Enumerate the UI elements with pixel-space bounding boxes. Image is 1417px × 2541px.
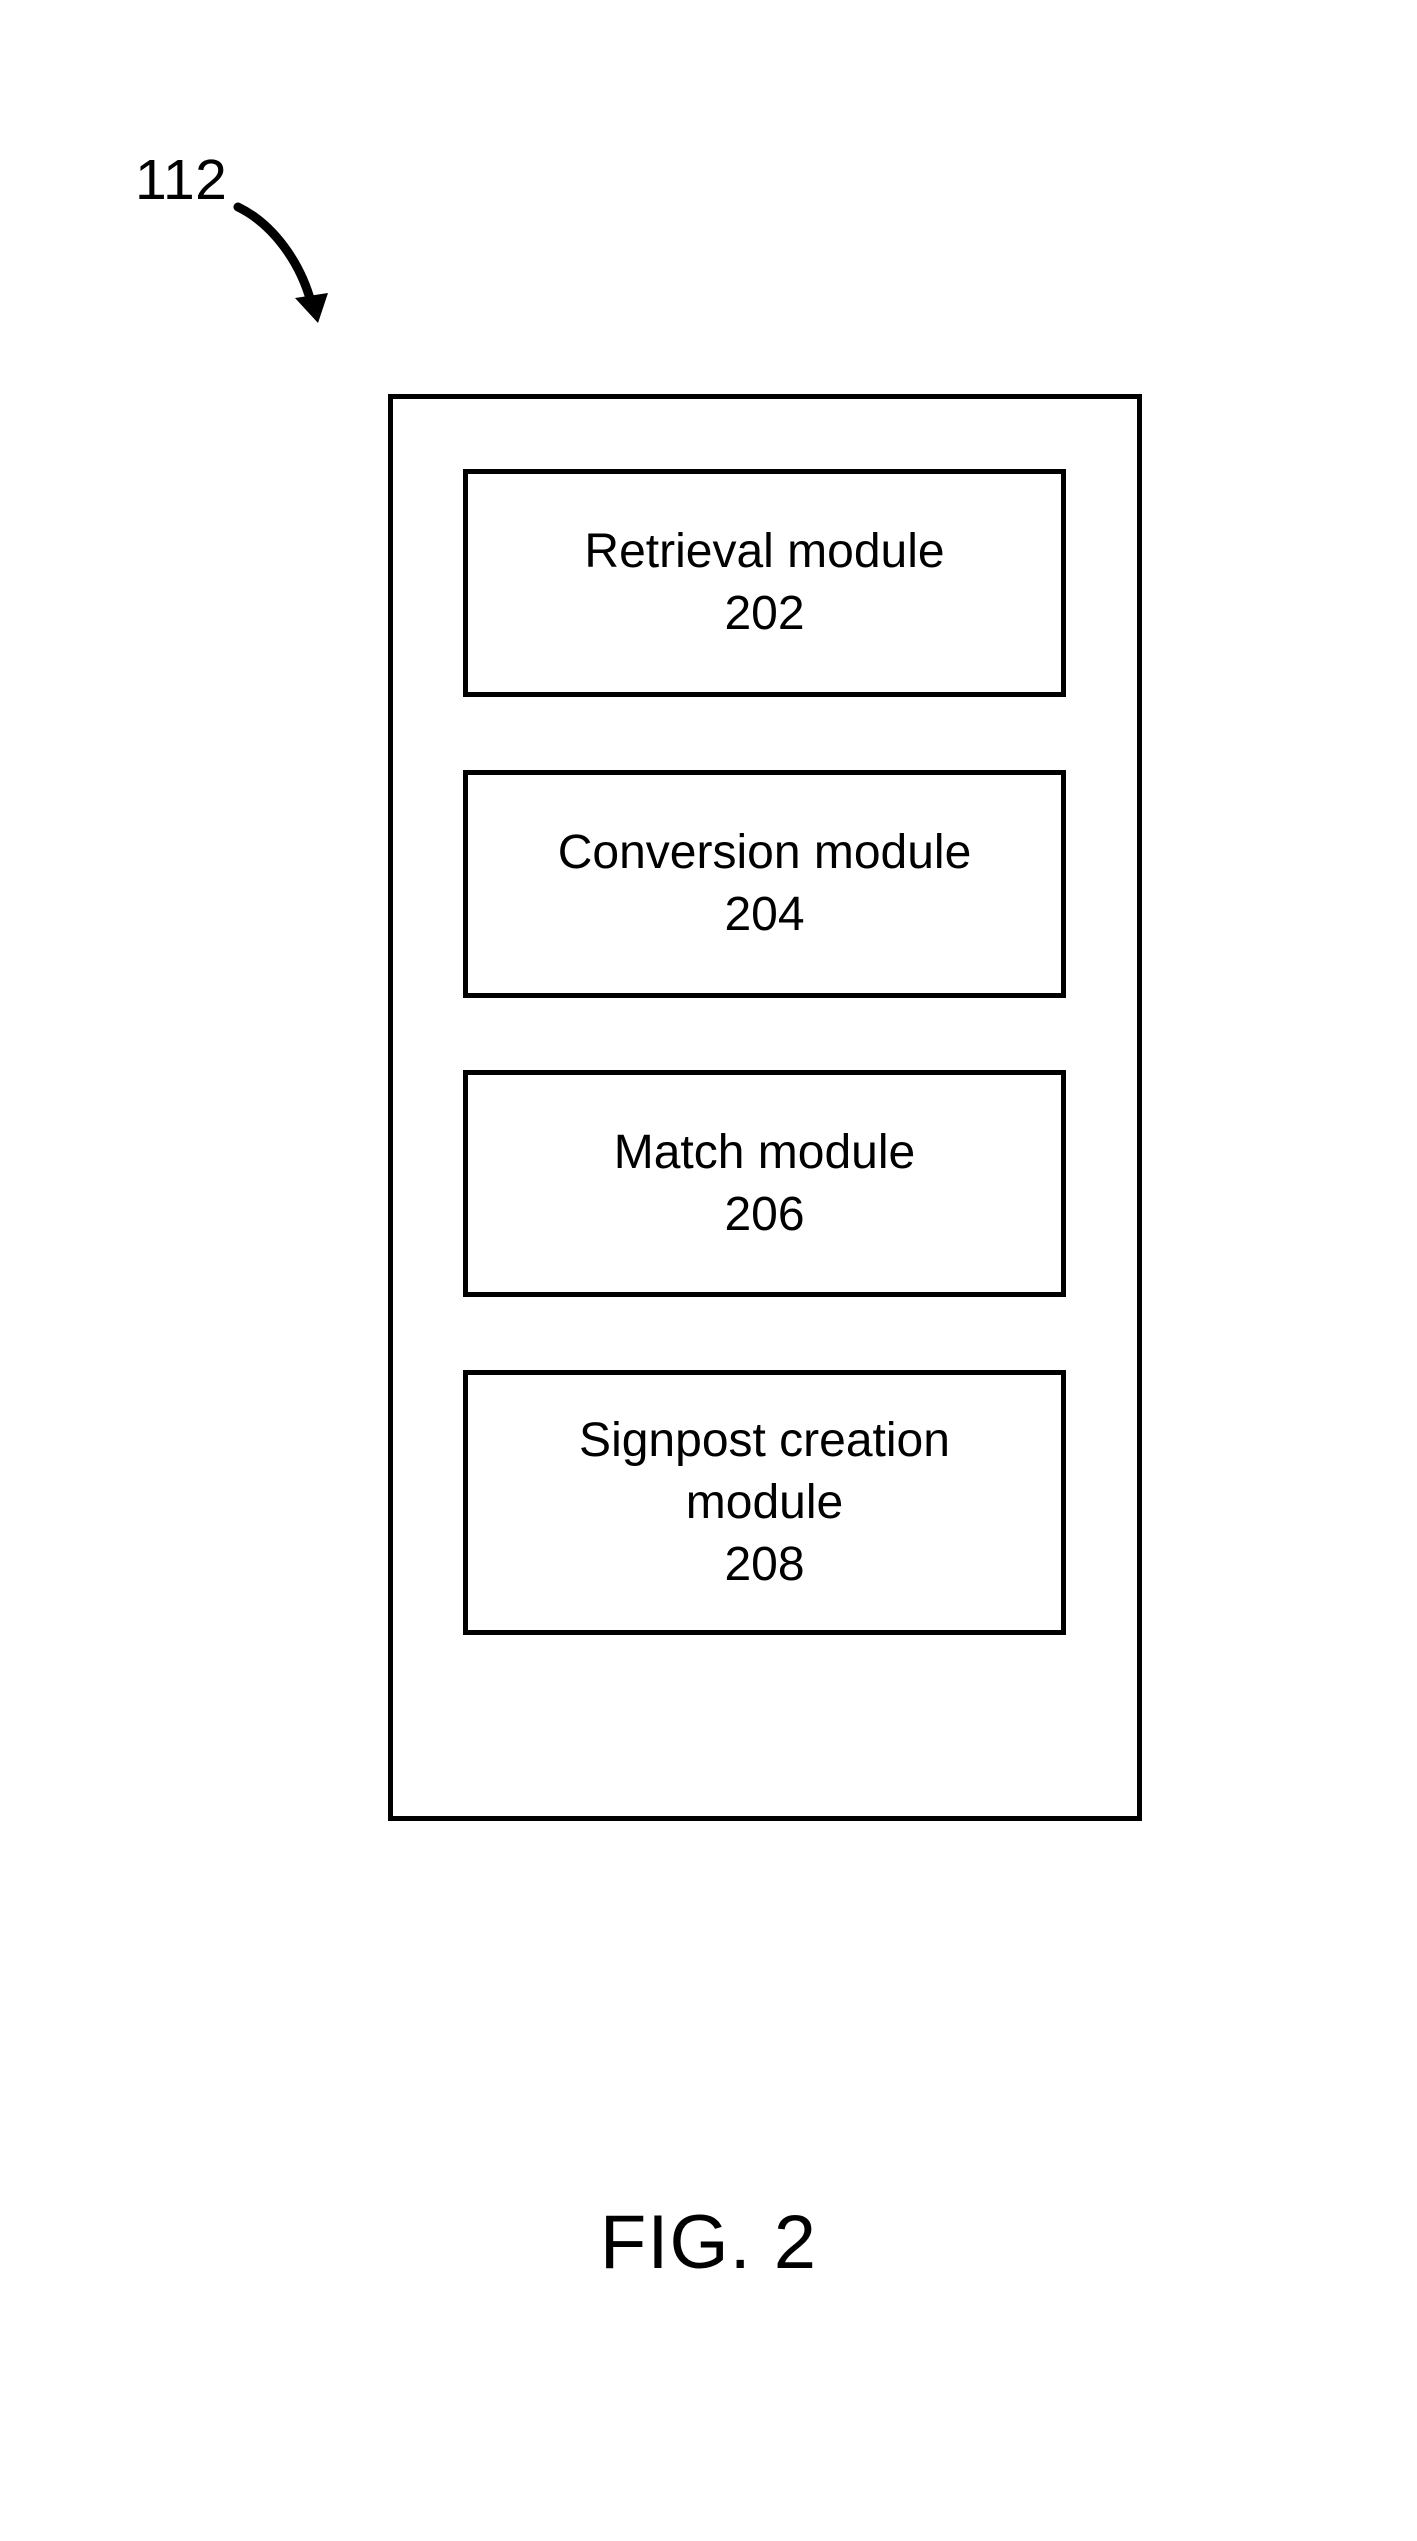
figure-caption: FIG. 2 bbox=[599, 2200, 818, 2285]
module-title-conversion: Conversion module bbox=[557, 826, 972, 879]
curved-arrow-icon bbox=[233, 202, 328, 323]
module-number-conversion: 204 bbox=[724, 888, 805, 941]
module-box-retrieval[interactable]: Retrieval module 202 bbox=[463, 469, 1066, 697]
reference-numeral-112: 112 bbox=[135, 148, 228, 212]
module-title-signpost-line2: module bbox=[685, 1475, 844, 1529]
module-number-signpost: 208 bbox=[724, 1537, 805, 1591]
module-number-match: 206 bbox=[724, 1187, 805, 1241]
module-title-signpost-line1: Signpost creation bbox=[579, 1413, 950, 1467]
module-number-retrieval: 202 bbox=[724, 587, 805, 640]
module-title-retrieval: Retrieval module bbox=[584, 525, 945, 578]
module-title-match: Match module bbox=[613, 1125, 916, 1179]
module-box-match[interactable]: Match module 206 bbox=[463, 1070, 1066, 1297]
module-box-conversion[interactable]: Conversion module 204 bbox=[463, 770, 1066, 998]
module-box-signpost-creation[interactable]: Signpost creation module 208 bbox=[463, 1370, 1066, 1635]
